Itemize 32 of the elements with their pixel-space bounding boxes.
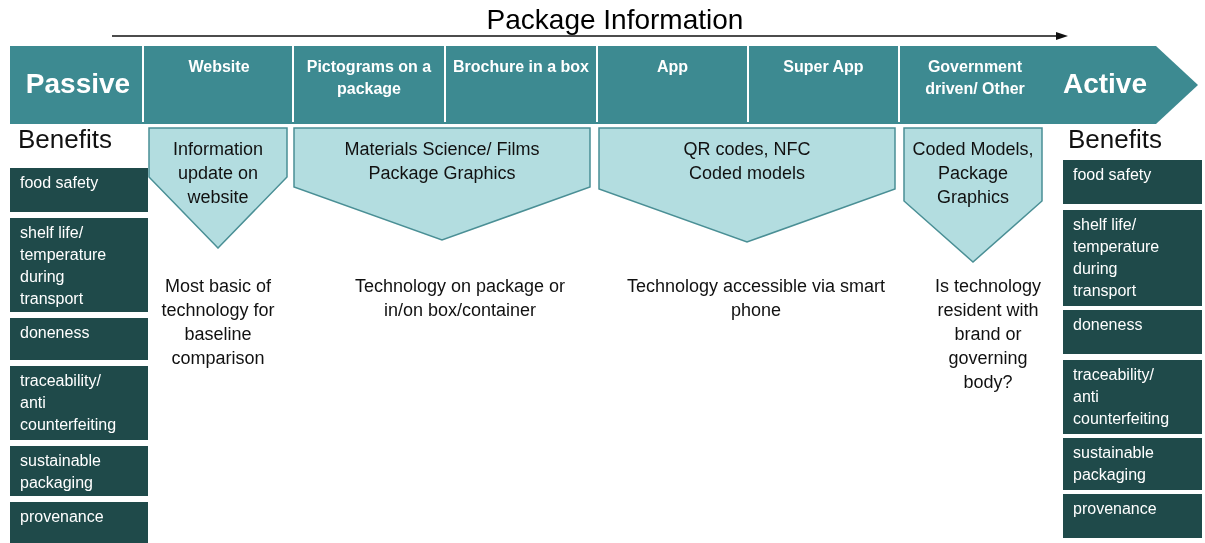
benefit-box: sustainable packaging: [10, 446, 148, 496]
pentagon-callout: [293, 127, 591, 241]
benefit-box: food safety: [1063, 160, 1202, 204]
band-end-label: Passive: [24, 68, 132, 100]
diagram-title: Package Information: [485, 4, 745, 37]
description-text: Technology accessible via smart phone: [625, 275, 887, 322]
benefit-box: traceability/ anti counterfeiting: [10, 366, 148, 440]
benefit-box: sustainable packaging: [1063, 438, 1202, 490]
callout-text: QR codes, NFC: [682, 138, 812, 161]
callout-text: Coded models: [687, 162, 807, 185]
callout-text: Coded Models, Package Graphics: [911, 138, 1035, 209]
benefits-heading: Benefits: [1068, 124, 1163, 152]
benefit-box: doneness: [1063, 310, 1202, 354]
band-end-label: Active: [1061, 68, 1148, 100]
benefit-box: provenance: [1063, 494, 1202, 538]
callout-text: Package Graphics: [367, 162, 517, 185]
pentagon-callout: [598, 127, 896, 243]
description-text: Most basic of technology for baseline comparison: [160, 275, 276, 370]
arrow-band: [10, 46, 1198, 124]
benefit-box: provenance: [10, 502, 148, 543]
callout-text: Materials Science/ Films: [343, 138, 541, 161]
benefit-box: doneness: [10, 318, 148, 360]
benefit-box: food safety: [10, 168, 148, 212]
callout-text: Information update on website: [171, 138, 264, 209]
pentagon-callout: [903, 127, 1043, 263]
benefit-box: shelf life/ temperature during transport: [10, 218, 148, 312]
benefit-box: traceability/ anti counterfeiting: [1063, 360, 1202, 434]
description-text: Is technology resident with brand or governing body?: [933, 275, 1043, 394]
benefits-heading: Benefits: [18, 124, 113, 152]
pentagon-callout: [148, 127, 288, 249]
description-text: Technology on package or in/on box/container: [353, 275, 567, 322]
benefit-box: shelf life/ temperature during transport: [1063, 210, 1202, 306]
